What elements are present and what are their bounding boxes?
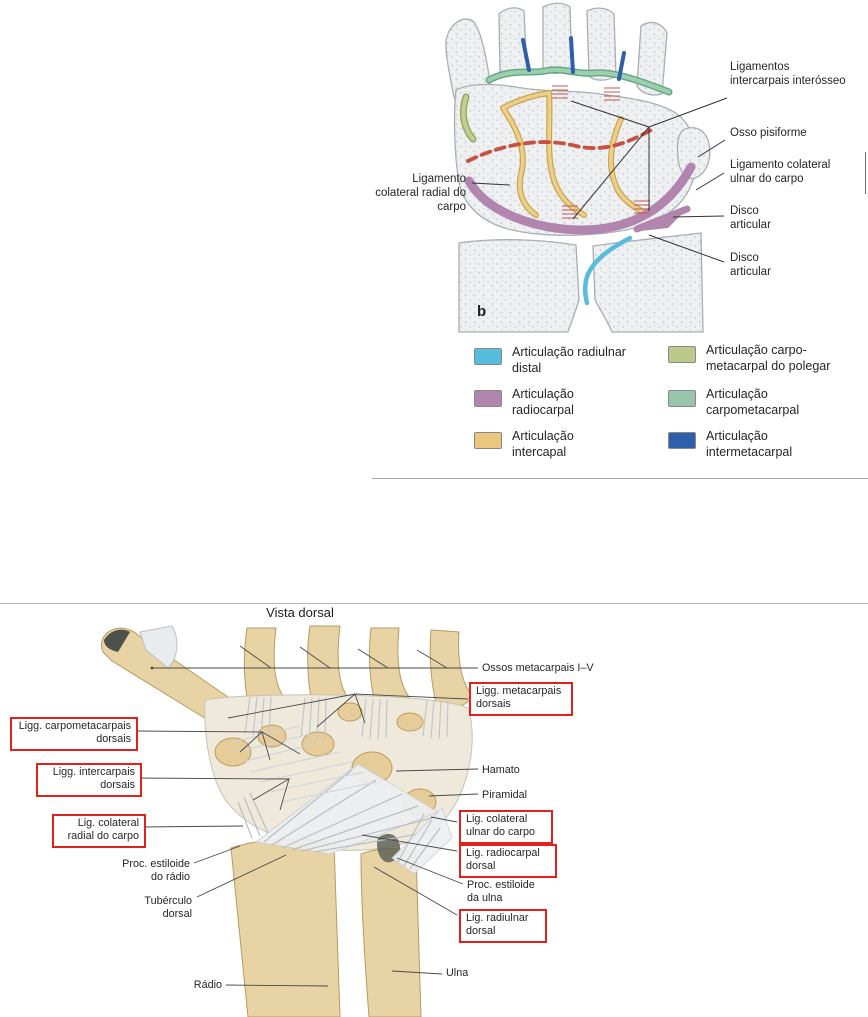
panel-b-leader-lines — [471, 97, 728, 263]
label-lig-colateral-radial-carpo: Ligamento colateral radial do carpo — [375, 173, 466, 214]
legend-swatch-radiocarpal — [474, 390, 502, 407]
label-ligg-metacarpais-dorsais: Ligg. metacarpais dorsais — [469, 682, 573, 716]
dorsal-figure-title: Vista dorsal — [266, 605, 334, 620]
legend-label: Articulação intermetacarpal — [706, 429, 793, 460]
interosseous-ligament-stripes — [552, 85, 650, 219]
label-lig-radiocarpal-dorsal: Lig. radiocarpal dorsal — [459, 844, 557, 878]
dorsal-leader-lines — [133, 645, 479, 987]
legend-item-radiocarpal: Articulação radiocarpal — [474, 386, 627, 419]
label-lig-radiulnar-dorsal: Lig. radiulnar dorsal — [459, 909, 547, 943]
joint-space-highlights — [459, 36, 696, 306]
legend-swatch-carpometacarpal — [668, 390, 696, 407]
label-osso-pisiforme: Osso pisiforme — [730, 127, 807, 139]
label-ligg-carpometacarpais-dorsais: Ligg. carpometacarpais dorsais — [10, 717, 138, 751]
label-ulna: Ulna — [446, 967, 469, 979]
label-disco-articular-2: Disco articular — [730, 252, 771, 279]
legend-swatch-intermetacarpal — [668, 432, 696, 449]
label-ligamentos-intercarpais-interosseo: Ligamentos intercarpais interósseo — [730, 61, 846, 88]
legend-item-intercapal: Articulação intercapal — [474, 428, 627, 461]
legend-item-radiulnar-distal: Articulação radiulnar distal — [474, 344, 627, 377]
bone-cross-sections — [445, 2, 711, 333]
legend-swatch-radiulnar-distal — [474, 348, 502, 365]
legend-item-carpometacarpal: Articulação carpometacarpal — [668, 386, 831, 419]
legend-swatch-carpo-metacarpal-polegar — [668, 346, 696, 363]
label-ligg-intercarpais-dorsais: Ligg. intercarpais dorsais — [36, 763, 142, 797]
label-hamato: Hamato — [482, 764, 520, 776]
panel-letter-b: b — [477, 303, 487, 320]
legend-label: Articulação carpo-metacarpal do polegar — [706, 343, 831, 374]
label-radio: Rádio — [193, 979, 222, 991]
label-ossos-metacarpais: Ossos metacarpais I–V — [482, 662, 594, 674]
label-lig-colateral-ulnar-carpo-dorsal: Lig. colateral ulnar do carpo — [459, 810, 553, 844]
label-lig-colateral-ulnar-carpo: Ligamento colateral ulnar do carpo — [730, 159, 831, 186]
legend-item-intermetacarpal: Articulação intermetacarpal — [668, 428, 826, 461]
label-proc-estiloide-ulna: Proc. estiloide da ulna — [467, 879, 535, 905]
wrist-dorsal-illustration — [100, 625, 479, 1017]
legend-swatch-intercapal — [474, 432, 502, 449]
label-piramidal: Piramidal — [482, 789, 528, 801]
label-tuberculo-dorsal: Tubérculo dorsal — [144, 895, 192, 921]
wrist-cross-section-illustration — [445, 2, 728, 333]
label-proc-estiloide-radio: Proc. estiloide do rádio — [122, 858, 190, 884]
legend-divider-line — [372, 478, 868, 479]
legend-label: Articulação radiocarpal — [512, 387, 574, 418]
dorsal-figure-top-rule — [0, 603, 868, 604]
legend-label: Articulação radiulnar distal — [512, 345, 626, 376]
label-lig-colateral-radial-carpo-dorsal: Lig. colateral radial do carpo — [52, 814, 146, 848]
legend-label: Articulação intercapal — [512, 429, 574, 460]
legend-label: Articulação carpometacarpal — [706, 387, 800, 418]
legend-item-carpo-metacarpal-polegar: Articulação carpo-metacarpal do polegar — [668, 342, 851, 375]
label-disco-articular-1: Disco articular — [730, 205, 771, 232]
page-edge-mark — [865, 152, 866, 194]
